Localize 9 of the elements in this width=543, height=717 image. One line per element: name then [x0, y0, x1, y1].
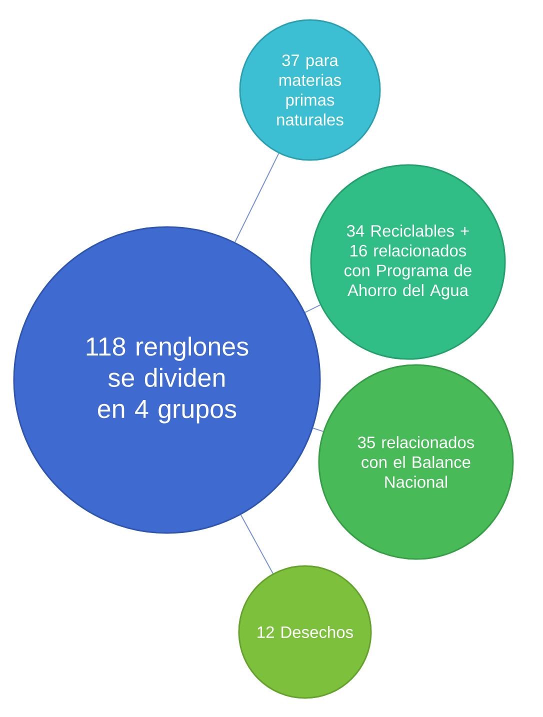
- connector-line: [240, 514, 274, 574]
- connector-line: [312, 428, 324, 432]
- circle-node: 12 Desechos: [238, 565, 372, 699]
- connector-line: [304, 304, 321, 313]
- circle-node: 37 para materias primas naturales: [239, 19, 381, 161]
- connector-line: [234, 152, 280, 243]
- circle-node: 118 renglones se dividen en 4 grupos: [13, 226, 321, 534]
- circle-node: 34 Reciclables + 16 relacionados con Programa de Ahorro del Agua: [310, 164, 506, 360]
- circle-node: 35 relacionados con el Balance Nacional: [318, 364, 514, 560]
